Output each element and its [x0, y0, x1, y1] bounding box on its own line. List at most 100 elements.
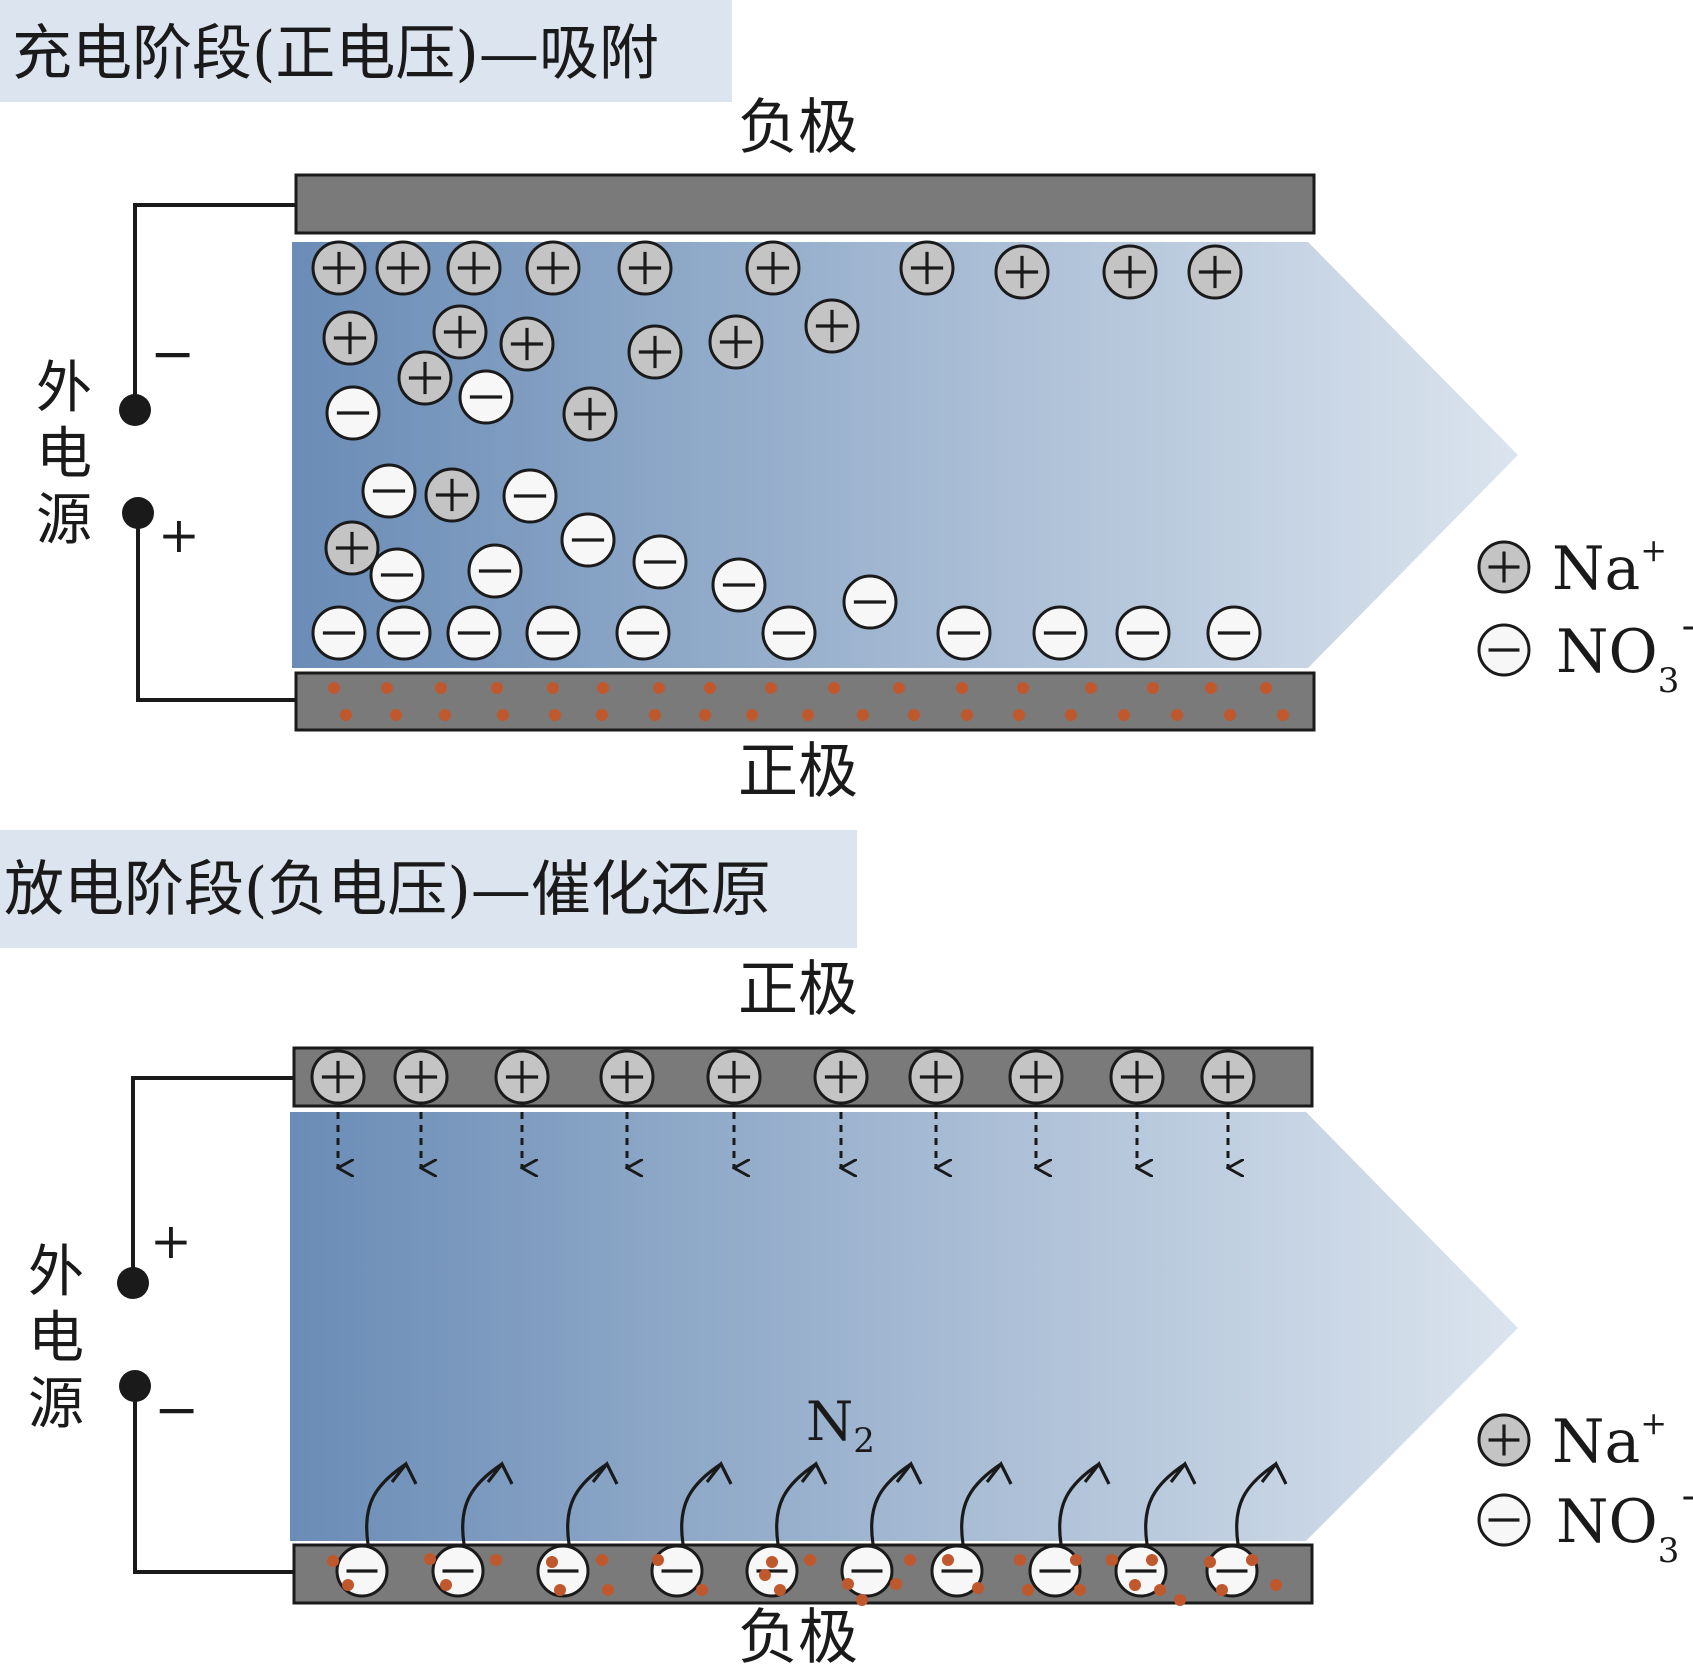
cation — [424, 467, 480, 523]
catalyst-dot — [1085, 682, 1097, 694]
charge-ions — [311, 240, 1262, 661]
discharge-title-background — [0, 830, 857, 948]
legend-cation-sup: + — [1640, 531, 1667, 569]
charge-flow-channel — [292, 242, 1518, 668]
catalyst-dot — [699, 709, 711, 721]
catalyst-dot — [1147, 682, 1159, 694]
curved-up-arrow — [1144, 1462, 1186, 1545]
charge-wire-upper — [133, 203, 296, 400]
discharge-top-electrode-label: 正极 — [738, 955, 858, 1025]
catalyst-dot — [956, 682, 968, 694]
charge-title: 充电阶段(正电压)—吸附 — [12, 19, 659, 89]
catalyst-dot — [649, 709, 661, 721]
curved-up-arrow — [365, 1462, 407, 1545]
catalyst-dot — [774, 1584, 786, 1596]
cation — [397, 350, 453, 406]
curved-up-arrow — [680, 1462, 722, 1545]
cation — [708, 314, 764, 370]
catalyst-dot — [1216, 1584, 1228, 1596]
anion — [502, 468, 558, 524]
catalyst-dot — [1246, 1554, 1258, 1566]
catalyst-dot — [435, 682, 447, 694]
discharge-title: 放电阶段(负电压)—催化还原 — [4, 855, 771, 925]
curved-up-arrow — [960, 1462, 1002, 1545]
catalyst-dot — [546, 1556, 558, 1568]
legend-anion-sub: 3 — [1658, 1531, 1680, 1571]
catalyst-dot — [942, 1554, 954, 1566]
catalyst-dot — [340, 709, 352, 721]
curved-up-arrow — [1058, 1462, 1100, 1545]
anion — [761, 605, 817, 661]
legend-anion-sub: 3 — [1658, 661, 1680, 701]
n2-subscript: 2 — [853, 1421, 875, 1461]
catalyst-dot — [904, 1554, 916, 1566]
catalyst-dot — [439, 709, 451, 721]
discharge-terminal-upper-sign: + — [150, 1212, 192, 1270]
discharge-terminal-negative — [119, 1370, 151, 1402]
catalyst-dot — [893, 682, 905, 694]
cation — [1477, 1413, 1531, 1467]
anion — [1032, 605, 1088, 661]
n2-product-label: N2 — [806, 1390, 875, 1461]
charge-title-background — [0, 0, 732, 102]
catalyst-dot — [1154, 1584, 1166, 1596]
catalyst-dot — [890, 1578, 902, 1590]
legend-anion-label: NO3− — [1556, 605, 1693, 701]
curved-up-arrow — [566, 1462, 608, 1545]
anion — [376, 605, 432, 661]
charge-wire-lower — [136, 514, 296, 702]
legend-anion-sup: − — [1679, 605, 1693, 649]
catalyst-dot — [704, 682, 716, 694]
discharge-terminal-positive — [117, 1267, 149, 1299]
arrow-head — [800, 1461, 828, 1485]
anion — [842, 574, 898, 630]
power-source-char: 外 — [36, 356, 92, 421]
cation — [1109, 1049, 1165, 1105]
arrow-head — [390, 1461, 418, 1485]
legend-anion-base: NO — [1556, 1487, 1658, 1557]
charge-catalyst-dots — [328, 682, 1289, 721]
cation — [446, 240, 502, 296]
catalyst-dot — [1277, 709, 1289, 721]
catalyst-dot — [653, 682, 665, 694]
catalyst-dot — [554, 1584, 566, 1596]
charge-power-source-label: 外 电 源 — [34, 356, 94, 554]
catalyst-dot — [597, 682, 609, 694]
cation — [813, 1049, 869, 1105]
legend-cation-label: Na+ — [1552, 531, 1667, 604]
catalyst-dot — [596, 709, 608, 721]
anion — [1028, 1544, 1082, 1598]
catalyst-dot — [1070, 1554, 1082, 1566]
discharge-ions — [310, 1049, 1259, 1598]
catalyst-dot — [596, 1554, 608, 1566]
charge-terminal-upper-sign: − — [150, 322, 195, 385]
power-source-char: 电 — [28, 1306, 84, 1371]
catalyst-dot — [857, 709, 869, 721]
charge-terminal-lower-sign: + — [158, 506, 200, 564]
catalyst-dot — [856, 1594, 868, 1606]
catalyst-dot — [1065, 709, 1077, 721]
anion — [446, 605, 502, 661]
charge-terminal-negative — [119, 394, 151, 426]
catalyst-dot — [1017, 682, 1029, 694]
anion — [1477, 623, 1531, 677]
anion — [369, 547, 425, 603]
catalyst-dot — [424, 1553, 436, 1565]
catalyst-dot — [766, 1556, 778, 1568]
catalyst-dot — [972, 1582, 984, 1594]
catalyst-dot — [802, 709, 814, 721]
charge-terminal-positive — [122, 497, 154, 529]
arrow-head — [1169, 1461, 1197, 1485]
cation — [1008, 1049, 1064, 1105]
catalyst-dot — [746, 709, 758, 721]
anion — [361, 463, 417, 519]
cation — [322, 310, 378, 366]
catalyst-dot — [652, 1554, 664, 1566]
arrow-head — [1083, 1461, 1111, 1485]
catalyst-dot — [696, 1584, 708, 1596]
anion — [711, 557, 767, 613]
cation — [525, 240, 581, 296]
cation — [1187, 244, 1243, 300]
legend-anion-sup: − — [1679, 1475, 1693, 1519]
